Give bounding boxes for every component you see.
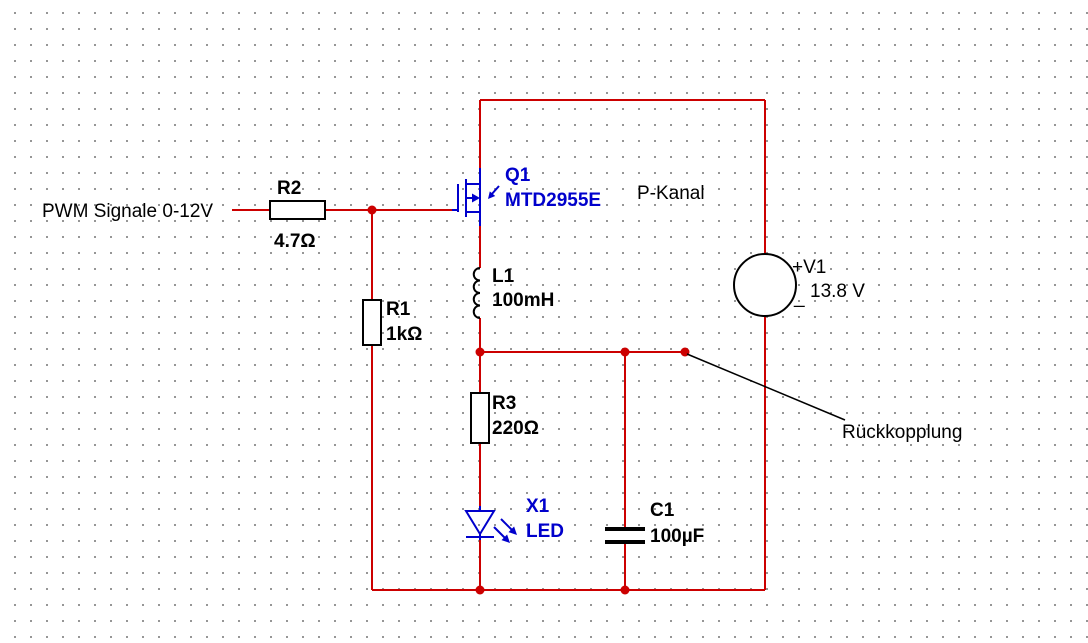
- x1-value-label: LED: [526, 521, 564, 542]
- wires: [232, 99, 766, 591]
- l1-ref-label: L1: [492, 266, 515, 287]
- c1-ref-label: C1: [650, 500, 675, 521]
- led-triangle: [464, 510, 496, 536]
- junction-dot: [367, 205, 377, 215]
- r1-value-label: 1kΩ: [386, 324, 422, 345]
- junction-dot: [620, 347, 630, 357]
- resistor-r3-body: [470, 392, 490, 444]
- led-emission-arrow-2: [500, 518, 513, 531]
- q1-part-label: MTD2955E: [505, 190, 601, 211]
- led-emission-arrowhead-2-icon: [508, 526, 517, 535]
- feedback-pointer-line: [686, 353, 846, 421]
- v1-value-label: 13.8 V: [810, 281, 865, 302]
- resistor-r1-body: [362, 299, 382, 346]
- l1-value-label: 100mH: [492, 290, 554, 311]
- junction-dot: [475, 347, 485, 357]
- r3-ref-label: R3: [492, 393, 516, 414]
- led-x1-symbol: [464, 506, 517, 543]
- r2-ref-label: R2: [277, 178, 301, 199]
- mosfet-pchannel-arrow-line: [490, 185, 500, 196]
- r3-value-label: 220Ω: [492, 418, 539, 439]
- mosfet-bulk-arrow-icon: [472, 193, 480, 203]
- c1-value-label: 100µF: [650, 526, 704, 547]
- channel-type-label: P-Kanal: [637, 183, 705, 204]
- mosfet-q1-symbol: [452, 168, 500, 226]
- inductor-l1-body: [472, 267, 481, 319]
- v1-minus-label: _: [793, 287, 805, 308]
- pwm-input-label: PWM Signale 0-12V: [42, 201, 213, 222]
- junction-dot: [475, 585, 485, 595]
- junction-dot: [620, 585, 630, 595]
- v1-ref-label: +V1: [792, 257, 826, 278]
- led-emission-arrow-1: [493, 526, 506, 539]
- x1-ref-label: X1: [526, 496, 550, 517]
- q1-ref-label: Q1: [505, 165, 531, 186]
- voltage-source-v1-body: [733, 253, 797, 317]
- r2-value-label: 4.7Ω: [274, 231, 316, 252]
- feedback-label: Rückkopplung: [842, 422, 962, 443]
- r1-ref-label: R1: [386, 299, 411, 320]
- mosfet-pchannel-arrow-icon: [488, 191, 496, 199]
- led-emission-arrowhead-1-icon: [501, 534, 510, 543]
- resistor-r2-body: [269, 200, 326, 220]
